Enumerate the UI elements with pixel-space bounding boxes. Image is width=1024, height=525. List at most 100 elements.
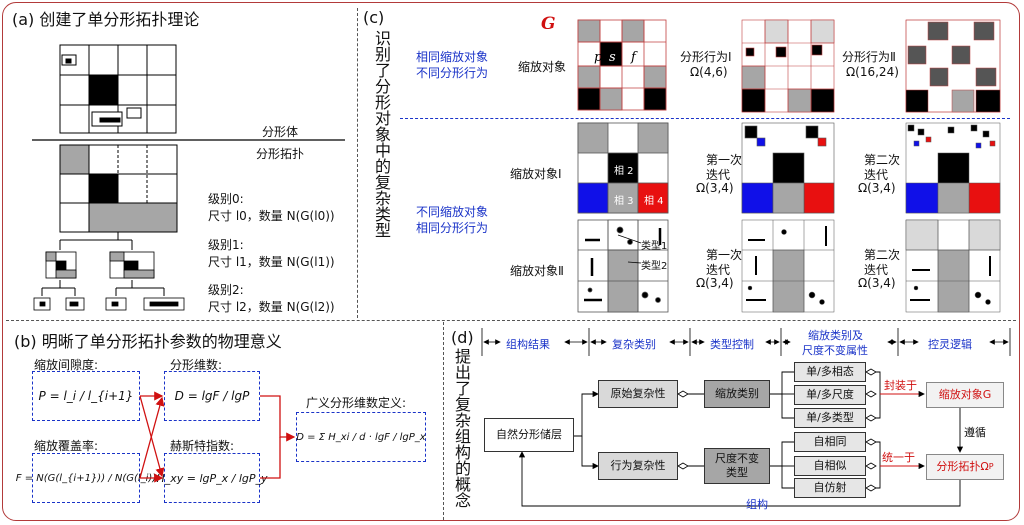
item-self-affine: 自仿射 [794, 478, 866, 498]
level2-name: 级别2: [208, 283, 244, 297]
row1-left-line1: 相同缩放对象 [416, 50, 489, 64]
separator-b-d [443, 322, 444, 520]
eq-general-box: D = Σ H_xi / d · lgF / lgP_x [296, 412, 426, 462]
unify-label: 统一于 [882, 451, 915, 464]
panel-a-title: (a) 创建了单分形拓扑理论 [12, 10, 200, 29]
row1-left-line2: 不同分形行为 [416, 66, 489, 80]
scale-obj-G-box: 缩放对象G [926, 382, 1004, 408]
gap-label: 缩放间隙度: [34, 358, 99, 372]
fractal-body-label: 分形体 [262, 125, 299, 139]
header-5: 控灵逻辑 [928, 338, 972, 351]
level0-name: 级别0: [208, 192, 244, 206]
separator-a-c [357, 8, 358, 318]
follow-label: 遵循 [964, 426, 986, 439]
iter1-r1-omega: Ω(3,4) [696, 181, 734, 195]
original-complexity-box: 原始复杂性 [598, 380, 678, 408]
behavior-complexity-box: 行为复杂性 [598, 452, 678, 480]
iter2-r1-line2: 迭代 [864, 168, 889, 182]
behav1-grid [741, 19, 835, 113]
G-grid [577, 19, 667, 111]
behav2-grid [905, 19, 1001, 113]
type2-label: 类型2 [641, 261, 668, 272]
header-4b: 尺度不变属性 [802, 344, 868, 357]
iter2-r2-grid [905, 219, 1001, 313]
behav1-label: 分形行为Ⅰ [680, 50, 732, 64]
item-self-same: 自相同 [794, 432, 866, 452]
psf-p: p [594, 50, 603, 65]
level2-desc: 尺寸 l2，数量 N(G(l2)) [208, 300, 335, 314]
iter2-r2-line1: 第二次 [864, 248, 901, 262]
iter2-r1-grid [905, 122, 1001, 214]
G-label: G [541, 14, 556, 34]
row2-left-line2: 相同分形行为 [416, 221, 489, 235]
panel-b-title: (b) 明晰了单分形拓扑参数的物理意义 [14, 332, 282, 351]
item-phase: 单/多相态 [794, 362, 866, 382]
row2-left-line1: 不同缩放对象 [416, 205, 489, 219]
type1-label: 类型1 [641, 241, 668, 252]
header-1: 组构结果 [506, 338, 550, 351]
scale-invariant-line2: 类型 [726, 466, 748, 479]
behav2-label: 分形行为Ⅱ [842, 50, 896, 64]
topology-text: 分形拓扑Ω [936, 460, 989, 473]
scale-obj2-label: 缩放对象Ⅱ [510, 264, 564, 278]
fractal-topology-label: 分形拓扑 [256, 147, 305, 161]
iter2-r1-line1: 第二次 [864, 153, 901, 167]
iter2-r1-omega: Ω(3,4) [858, 181, 896, 195]
eq-H: H_xy = lgP_x / lgP_y [156, 471, 268, 485]
iter1-r1-line1: 第一次 [706, 153, 743, 167]
level1-desc: 尺寸 l1，数量 N(G(l1)) [208, 255, 335, 269]
iter1-r2-omega: Ω(3,4) [696, 276, 734, 290]
header-4a: 缩放类别及 [808, 329, 863, 342]
scale-category-box: 缩放类别 [704, 380, 770, 408]
level1-name: 级别1: [208, 238, 244, 252]
scale-invariant-line1: 尺度不变 [715, 452, 759, 465]
general-label: 广义分形维数定义: [306, 396, 407, 410]
scale-invariant-box: 尺度不变 类型 [704, 448, 770, 484]
separator-c-rows [400, 118, 1010, 119]
eq-general: D = Σ H_xi / d · lgF / lgP_x [296, 431, 426, 443]
eq-F-box: F = N(G(l_{i+1})) / N(G(l_i)) [16, 453, 156, 503]
iter1-r2-line1: 第一次 [706, 248, 743, 262]
eq-D: D = lgF / lgP [174, 389, 250, 403]
iter1-r1-grid [741, 122, 835, 214]
level0-desc: 尺寸 l0，数量 N(G(l0)) [208, 209, 335, 223]
iter1-r1-line2: 迭代 [706, 168, 731, 182]
behav1-omega: Ω(4,6) [690, 65, 728, 79]
eq-F: F = N(G(l_{i+1})) / N(G(l_i)) [15, 472, 157, 484]
fractal-topology [59, 144, 178, 233]
xiang-3: 相 3 [614, 196, 634, 207]
scale-obj1-grid [577, 122, 669, 214]
iter1-r2-grid [741, 219, 835, 313]
panel-c-title: (c) [363, 8, 385, 27]
psf-f: f [631, 50, 636, 65]
iter1-r2-line2: 迭代 [706, 263, 731, 277]
iter2-r2-line2: 迭代 [864, 263, 889, 277]
eq-P: P = l_i / l_{i+1} [38, 389, 134, 403]
coverage-label: 缩放覆盖率: [34, 439, 99, 453]
behav2-omega: Ω(16,24) [846, 65, 899, 79]
topology-sub: P [988, 462, 994, 471]
scale-obj1-label: 缩放对象Ⅰ [510, 167, 562, 181]
item-scale: 单/多尺度 [794, 385, 866, 405]
fractal-body [59, 44, 177, 134]
header-2: 复杂类别 [612, 338, 656, 351]
organize-label: 组构 [746, 498, 768, 511]
scale-obj2-grid [577, 219, 669, 313]
eq-D-box: D = lgF / lgP [164, 371, 260, 421]
item-type: 单/多类型 [794, 408, 866, 428]
eq-H-box: H_xy = lgP_x / lgP_y [156, 453, 268, 503]
hurst-label: 赫斯特指数: [170, 439, 235, 453]
xiang-2: 相 2 [614, 166, 634, 177]
separator-top-bottom [6, 320, 1016, 321]
header-3: 类型控制 [710, 338, 754, 351]
item-self-similar: 自相似 [794, 456, 866, 476]
scale-obj-label: 缩放对象 [518, 60, 567, 74]
psf-s: s [609, 50, 616, 65]
eq-P-box: P = l_i / l_{i+1} [32, 371, 140, 421]
